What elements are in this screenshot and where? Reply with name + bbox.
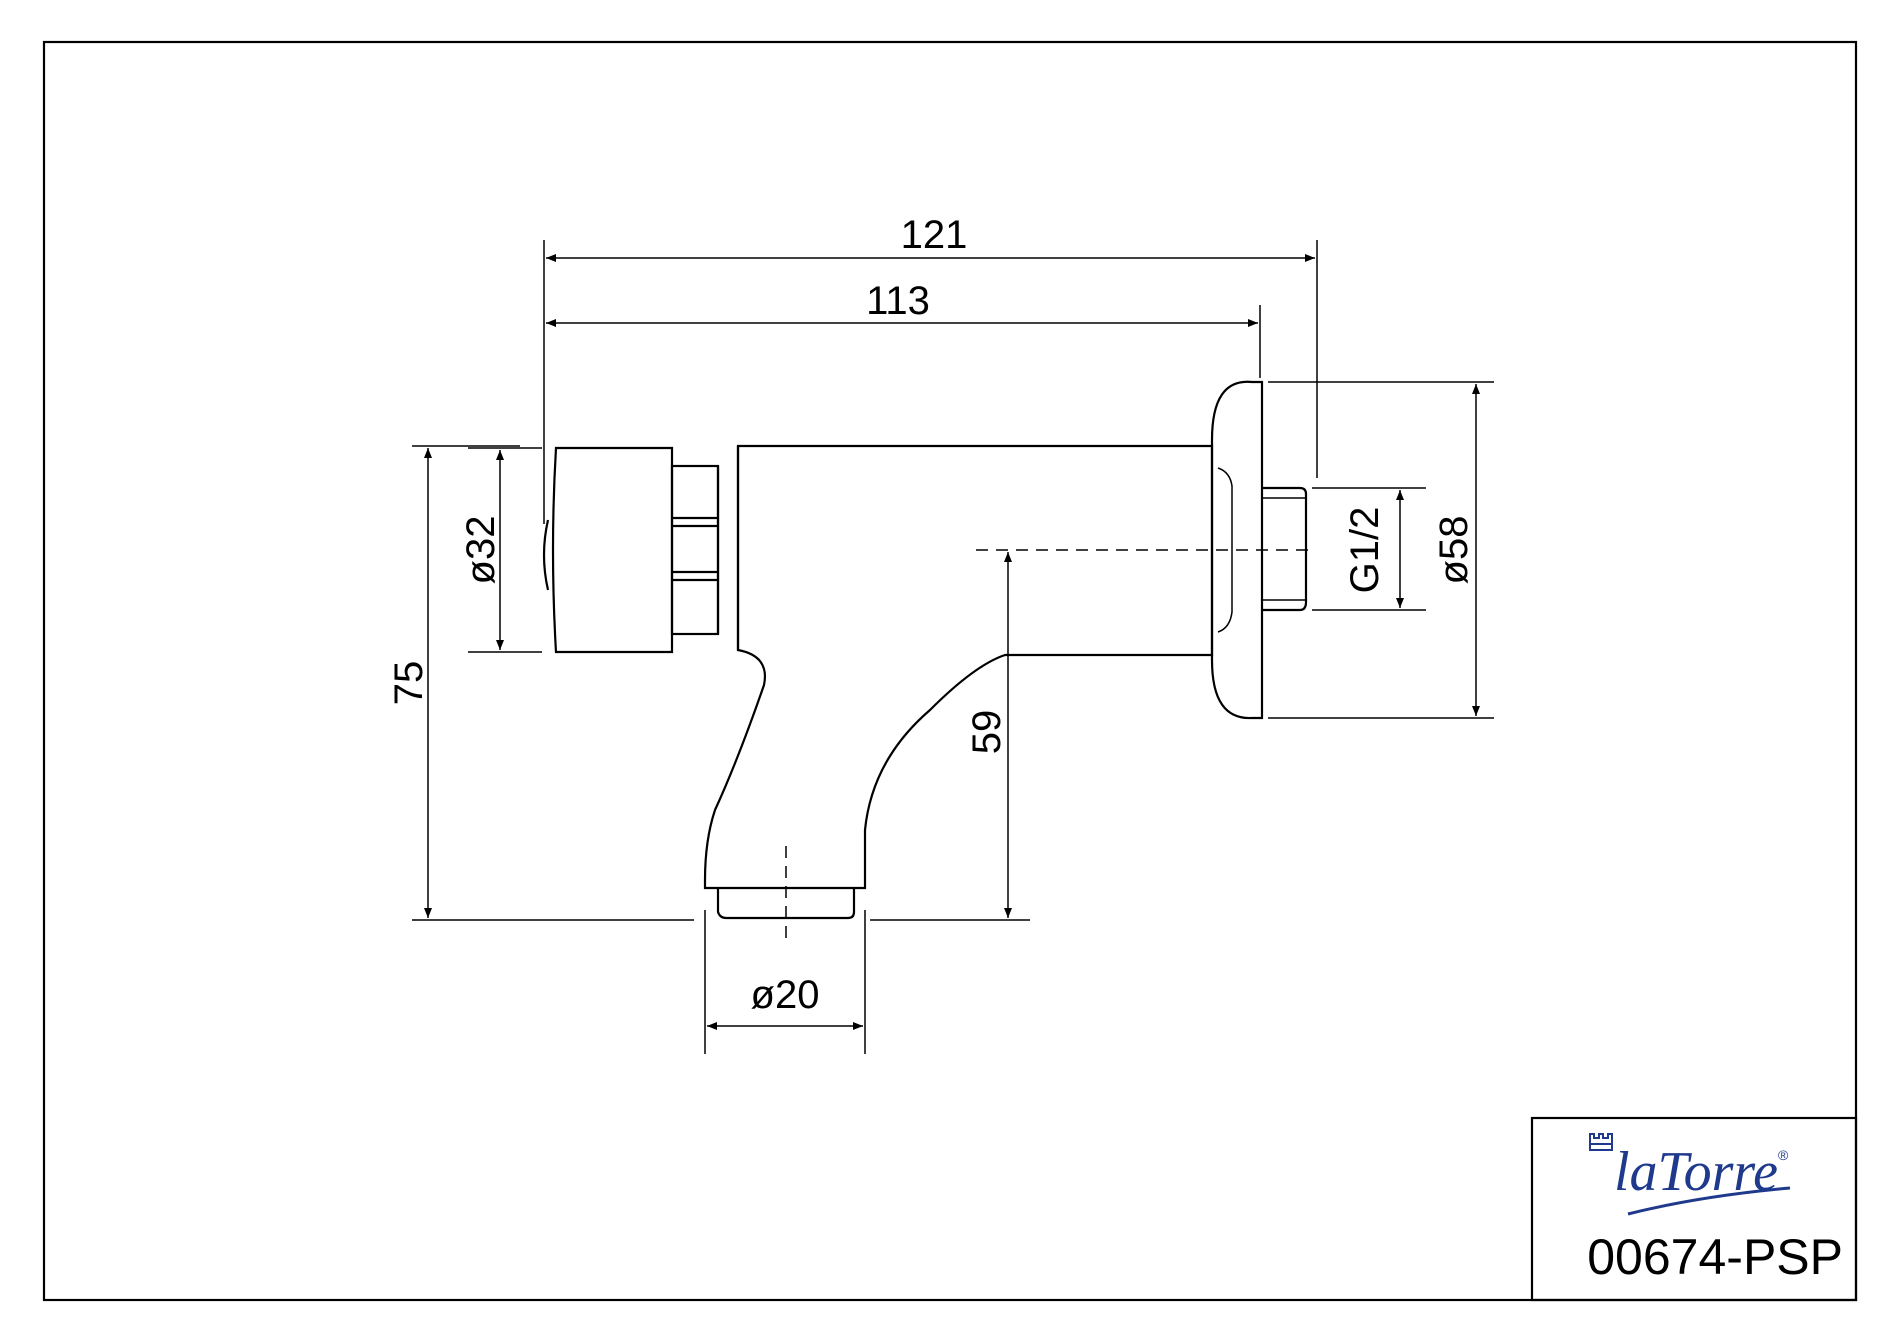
button-face [542,519,550,591]
registered-mark: ® [1778,1147,1789,1163]
dim-label-d58: ø58 [1432,516,1476,585]
dim-label-121: 121 [901,213,968,257]
logo-swoosh [1627,1186,1791,1216]
valve-body [703,444,1214,890]
dim-label-g12: G1/2 [1343,507,1387,594]
title-block-frame [1530,1116,1858,1302]
flange-inner [1217,467,1233,633]
wall-flange [1210,380,1264,720]
collar [670,464,720,636]
dim-label-d20: ø20 [751,973,820,1017]
dim-label-d32: ø32 [459,516,503,585]
faucet-outline [542,380,1308,920]
part-number: 00674-PSP [1587,1229,1843,1285]
dim-label-59: 59 [965,710,1009,755]
dimension-lines [412,240,1494,1054]
title-block: laTorre ® 00674-PSP [1530,1116,1858,1302]
dim-label-75: 75 [387,661,431,706]
brand-logo: laTorre [1614,1141,1778,1203]
drawing-frame [42,40,1858,1302]
thread-connector [1262,486,1308,612]
push-button-head [551,446,674,654]
aerator [716,888,856,920]
tower-icon [1589,1133,1613,1151]
dim-label-113: 113 [866,279,930,323]
